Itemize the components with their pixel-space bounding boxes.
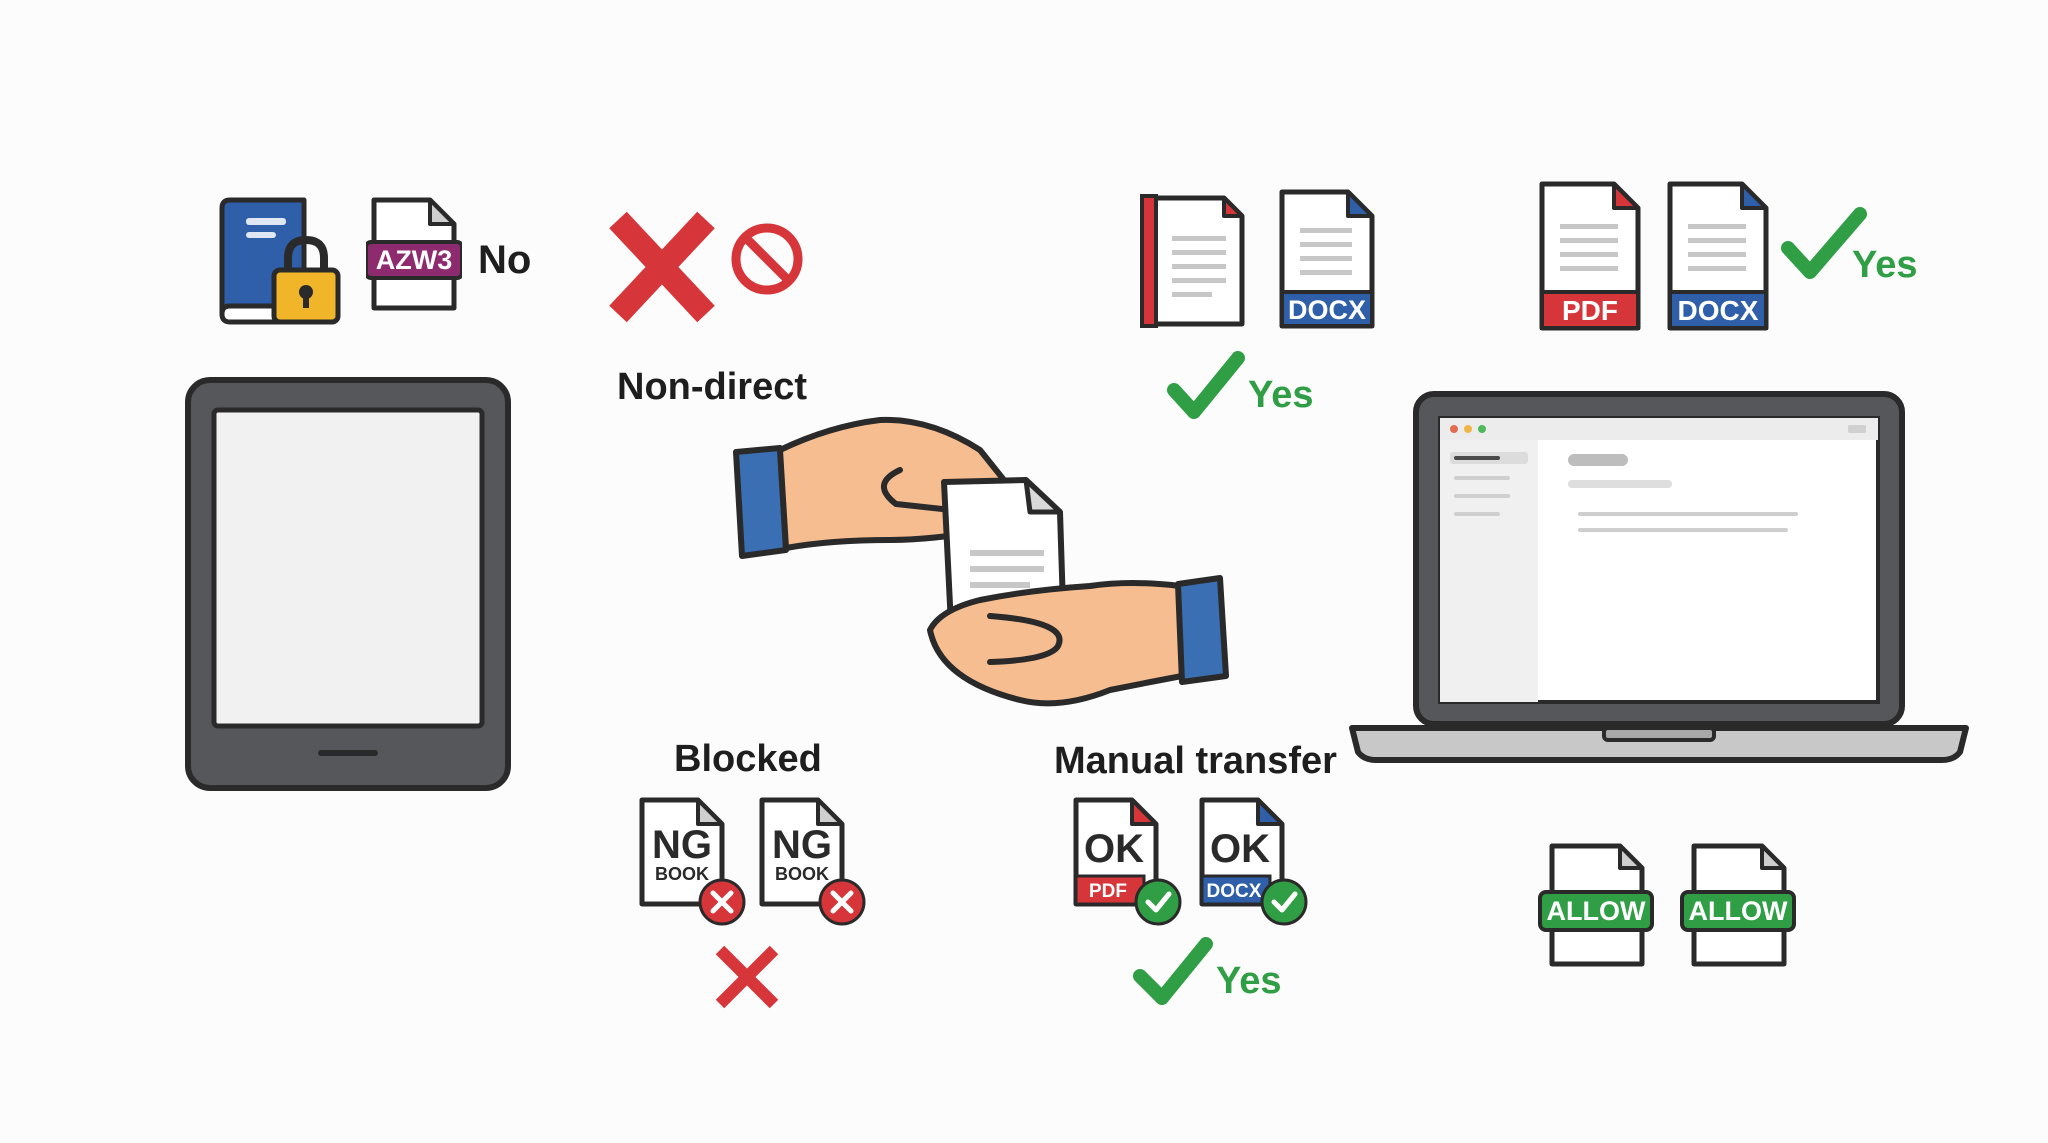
ok-big: OK bbox=[1084, 827, 1144, 871]
checkmark-icon bbox=[1781, 207, 1867, 279]
hands-icon bbox=[733, 416, 1229, 707]
laptop-verdict-yes: Yes bbox=[1852, 244, 1918, 286]
ng-big: NG bbox=[772, 823, 832, 867]
blocked-label: Blocked bbox=[674, 738, 822, 780]
ng-small: BOOK bbox=[775, 864, 829, 884]
allow-tag: ALLOW bbox=[1547, 896, 1646, 926]
center-verdict-yes: Yes bbox=[1248, 374, 1314, 416]
prohibited-icon bbox=[731, 223, 803, 295]
ok-big: OK bbox=[1210, 827, 1270, 871]
badge-check-icon bbox=[1260, 878, 1308, 926]
ok-pdf-file-icon: OK PDF bbox=[1073, 797, 1182, 926]
laptop-pdf-tag: PDF bbox=[1562, 295, 1618, 326]
ok-pdf-tag: PDF bbox=[1089, 881, 1127, 902]
locked-book-icon bbox=[219, 197, 341, 325]
badge-x-icon bbox=[698, 878, 746, 926]
ng-book-file-icon: NG BOOK bbox=[639, 797, 746, 926]
ng-small: BOOK bbox=[655, 864, 709, 884]
azw3-file-icon: AZW3 bbox=[366, 197, 462, 311]
badge-check-icon bbox=[1134, 878, 1182, 926]
allow-tag: ALLOW bbox=[1689, 896, 1788, 926]
red-x-icon bbox=[609, 211, 715, 323]
red-document-icon bbox=[1140, 194, 1245, 328]
laptop-docx-file-icon: DOCX bbox=[1667, 181, 1769, 331]
lock-icon bbox=[271, 235, 341, 325]
ng-book-file-icon: NG BOOK bbox=[759, 797, 866, 926]
ereader-verdict-no: No bbox=[478, 238, 532, 282]
checkmark-icon bbox=[1133, 937, 1213, 1005]
ok-docx-file-icon: OK DOCX bbox=[1199, 797, 1308, 926]
allow-file-icon: ALLOW bbox=[1538, 843, 1654, 967]
azw3-tag: AZW3 bbox=[376, 245, 453, 275]
manual-verdict-yes: Yes bbox=[1216, 960, 1282, 1002]
laptop-icon bbox=[1349, 391, 1969, 763]
center-docx-file-icon: DOCX bbox=[1279, 189, 1375, 329]
non-direct-label: Non-direct bbox=[617, 366, 807, 408]
ereader-icon bbox=[185, 377, 511, 791]
ok-docx-tag: DOCX bbox=[1207, 881, 1262, 902]
checkmark-icon bbox=[1167, 351, 1245, 419]
allow-file-icon: ALLOW bbox=[1680, 843, 1796, 967]
pdf-file-icon: PDF bbox=[1539, 181, 1641, 331]
badge-x-icon bbox=[818, 878, 866, 926]
laptop-docx-tag: DOCX bbox=[1678, 295, 1759, 326]
red-x-icon bbox=[715, 945, 779, 1009]
center-docx-tag: DOCX bbox=[1288, 295, 1366, 325]
ng-big: NG bbox=[652, 823, 712, 867]
manual-transfer-label: Manual transfer bbox=[1054, 740, 1337, 782]
